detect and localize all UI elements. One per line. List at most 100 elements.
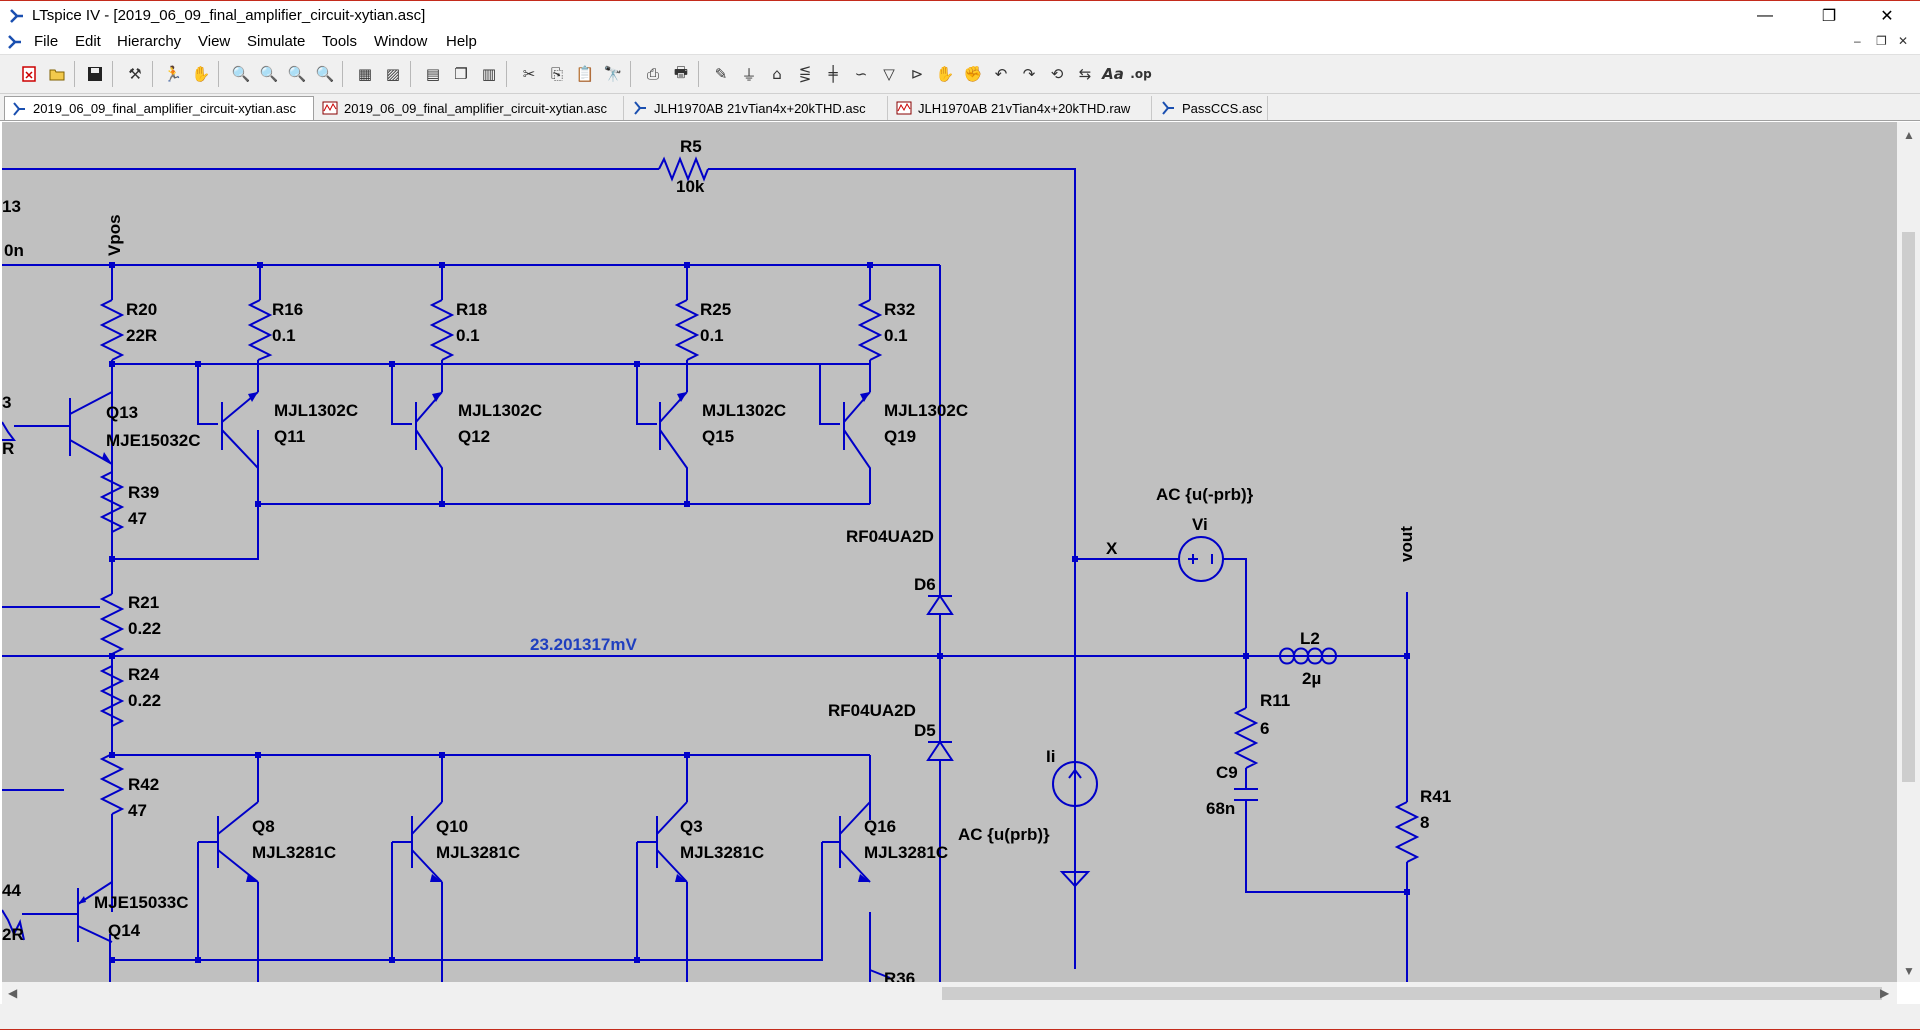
menu-window[interactable]: Window [374,33,428,50]
tile-vertical-icon[interactable]: ▥ [481,65,497,83]
partial-label-0n: 0n [4,241,24,260]
q14-name: Q14 [108,921,141,940]
schematic-drawing[interactable]: R5 10k 13 0n Vpos R20 22R R16 0.1 R18 0.… [2,122,1897,982]
tab-jlh-schematic[interactable]: JLH1970AB 21vTian4x+20kTHD.asc [626,96,888,120]
close-button[interactable]: ✕ [1880,8,1894,25]
component-icon[interactable]: ⊳ [910,65,924,83]
print-preview-icon[interactable]: ⎙ [646,65,659,83]
capacitor-c9[interactable] [1234,788,1258,801]
zoom-cancel-icon[interactable]: 🔍 [315,65,335,83]
menu-edit[interactable]: Edit [75,33,101,50]
r42-name: R42 [128,775,159,794]
drag-icon[interactable]: ✊ [963,65,983,83]
scroll-left-icon[interactable]: ◀ [8,986,18,1000]
toolbar: ⚒ 🏃 ✋ 🔍 🔍 🔍 🔍 ▦ ▨ ▤ ❐ ▥ ✂ ⎘ 📋 🔭 ⎙ 🖶 ✎ ⏚ … [0,55,1920,94]
run-icon[interactable]: 🏃 [163,65,183,83]
scroll-up-icon[interactable]: ▲ [1903,128,1915,142]
l2-name: L2 [1300,629,1320,648]
rotate-icon[interactable]: ⟲ [1050,65,1064,83]
net-x-label: X [1106,539,1118,558]
inductor-icon[interactable]: ∽ [854,65,868,83]
spice-directive-icon[interactable]: .op [1130,67,1152,81]
q10-name: Q10 [436,817,468,836]
new-schematic-icon[interactable] [18,63,40,85]
mdi-restore-button[interactable]: ❐ [1876,34,1887,48]
inductor-l2[interactable] [1279,647,1337,665]
text-icon[interactable]: Aa [1102,65,1124,83]
resistors[interactable] [2,156,1420,979]
undo-icon[interactable]: ↶ [994,65,1008,83]
mdi-minimize-button[interactable]: – [1854,34,1861,48]
scroll-down-icon[interactable]: ▼ [1903,964,1915,978]
autoscale-icon[interactable]: ▦ [357,65,373,83]
partial-label-44: 44 [2,881,21,900]
diode-icon[interactable]: ▽ [883,65,895,83]
q13-name: Q13 [106,403,138,422]
q8-model: MJL3281C [252,843,336,862]
find-icon[interactable]: 🔭 [603,65,623,83]
q11-name: Q11 [274,427,305,446]
waveform-icon [322,101,338,115]
cascade-icon[interactable]: ❐ [454,65,468,83]
ii-spec: AC {u(prb)} [958,825,1050,844]
wire-icon[interactable]: ✎ [714,65,728,83]
voltage-source-vi[interactable] [1178,536,1224,582]
paste-icon[interactable]: 📋 [575,65,595,83]
q14-model: MJE15033C [94,893,189,912]
schematic-icon [634,101,646,115]
maximize-button[interactable]: ❐ [1821,8,1837,25]
move-icon[interactable]: ✋ [935,65,955,83]
mirror-icon[interactable]: ⇆ [1078,65,1092,83]
waveform-icon[interactable]: ▨ [385,65,401,83]
status-bar [0,1004,1920,1030]
r25-value: 0.1 [700,326,724,345]
menu-file[interactable]: File [34,33,59,50]
junction-dots [109,262,1410,963]
current-source-ii[interactable] [1052,761,1098,807]
open-icon[interactable] [46,63,68,85]
zoom-out-icon[interactable]: 🔍 [259,65,279,83]
cut-icon[interactable]: ✂ [522,65,536,83]
r32-value: 0.1 [884,326,908,345]
redo-icon[interactable]: ↷ [1022,65,1036,83]
zoom-fit-icon[interactable]: 🔍 [287,65,307,83]
control-panel-icon[interactable]: ⚒ [128,65,142,83]
diodes[interactable] [926,594,954,778]
horizontal-scroll-thumb[interactable] [942,987,1882,1000]
zoom-in-icon[interactable]: 🔍 [231,65,251,83]
tile-horizontal-icon[interactable]: ▤ [425,65,441,83]
mdi-close-button[interactable]: ✕ [1898,34,1909,48]
tab-jlh-waveform[interactable]: JLH1970AB 21vTian4x+20kTHD.raw [890,96,1152,120]
q13-model: MJE15032C [106,431,201,450]
q8-name: Q8 [252,817,275,836]
r18-value: 0.1 [456,326,480,345]
transistor-arrows [78,392,870,904]
menu-help[interactable]: Help [446,33,477,50]
window-title: LTspice IV - [2019_06_09_final_amplifier… [32,7,426,24]
menu-simulate[interactable]: Simulate [247,33,306,50]
minimize-button[interactable]: — [1757,7,1773,24]
vertical-scroll-thumb[interactable] [1902,232,1915,782]
tab-waveform-main[interactable]: 2019_06_09_final_amplifier_circuit-xytia… [316,96,624,120]
print-icon[interactable]: 🖶 [673,62,689,81]
capacitor-icon[interactable]: ╪ [828,65,838,83]
r18-name: R18 [456,300,487,319]
document-icon[interactable] [6,33,24,51]
menu-view[interactable]: View [198,33,231,50]
schematic-canvas[interactable]: R5 10k 13 0n Vpos R20 22R R16 0.1 R18 0.… [2,122,1897,982]
save-icon[interactable] [84,63,106,85]
q15-name: Q15 [702,427,734,446]
ground-icon[interactable]: ⏚ [741,65,757,84]
copy-icon[interactable]: ⎘ [550,65,563,83]
vertical-scrollbar[interactable]: ▲ ▼ [1897,122,1920,982]
menu-tools[interactable]: Tools [322,33,358,50]
horizontal-scrollbar[interactable]: ◀ ▶ [2,982,1897,1004]
menu-hierarchy[interactable]: Hierarchy [117,33,182,50]
scroll-right-icon[interactable]: ▶ [1880,986,1890,1000]
r32-name: R32 [884,300,915,319]
pan-icon[interactable]: ✋ [191,65,211,83]
resistor-icon[interactable]: ⋚ [798,65,812,83]
tab-passccs-schematic[interactable]: PassCCS.asc [1154,96,1268,120]
label-net-icon[interactable]: ⌂ [772,65,782,83]
tab-schematic-main[interactable]: 2019_06_09_final_amplifier_circuit-xytia… [4,96,314,120]
